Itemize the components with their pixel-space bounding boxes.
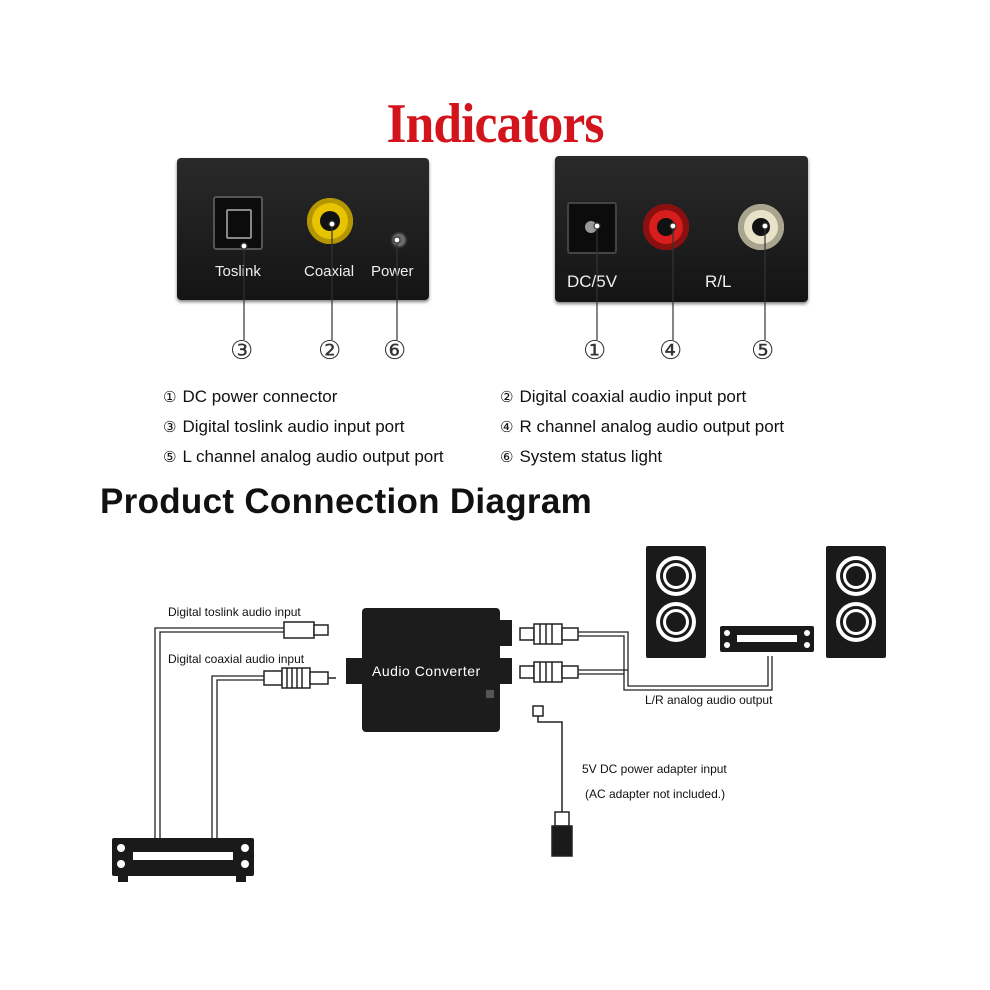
- marker-4: ④: [659, 336, 683, 366]
- marker-2: ②: [318, 336, 342, 366]
- marker-1: ①: [583, 336, 607, 366]
- port-label-dc5v: DC/5V: [567, 272, 618, 291]
- marker-5: ⑤: [751, 336, 775, 366]
- label-power-note: (AC adapter not included.): [585, 787, 726, 801]
- usb-power-cable-icon: [532, 705, 573, 857]
- toslink-port: [213, 196, 263, 250]
- label-toslink-input: Digital toslink audio input: [168, 605, 301, 619]
- port-label-toslink: Toslink: [215, 263, 261, 280]
- dc-power-port: [567, 202, 617, 254]
- diagram-title: Product Connection Diagram: [100, 482, 593, 521]
- converter-label: Audio Converter: [372, 663, 481, 679]
- label-coaxial-input: Digital coaxial audio input: [168, 652, 305, 666]
- audio-converter-box: [346, 608, 512, 732]
- left-device-panel: Toslink Coaxial Power: [177, 158, 429, 300]
- label-power-input: 5V DC power adapter input: [582, 762, 727, 776]
- amplifier-icon: [720, 626, 814, 652]
- marker-6: ⑥: [383, 336, 407, 366]
- port-label-rl: R/L: [705, 272, 732, 291]
- port-label-coaxial: Coaxial: [304, 263, 355, 280]
- rca-plugs-icon: [519, 623, 579, 683]
- speaker-right-icon: [826, 546, 886, 658]
- coaxial-plug-icon: [263, 667, 336, 689]
- port-label-power: Power: [371, 263, 414, 280]
- rca-red-port: [643, 204, 689, 250]
- speaker-left-icon: [646, 546, 706, 658]
- indicators-title: Indicators: [386, 93, 605, 155]
- source-player-icon: [112, 838, 254, 882]
- toslink-plug-icon: [283, 621, 329, 639]
- label-analog-output: L/R analog audio output: [645, 693, 773, 707]
- coaxial-port: [307, 198, 353, 244]
- marker-3: ③: [230, 336, 254, 366]
